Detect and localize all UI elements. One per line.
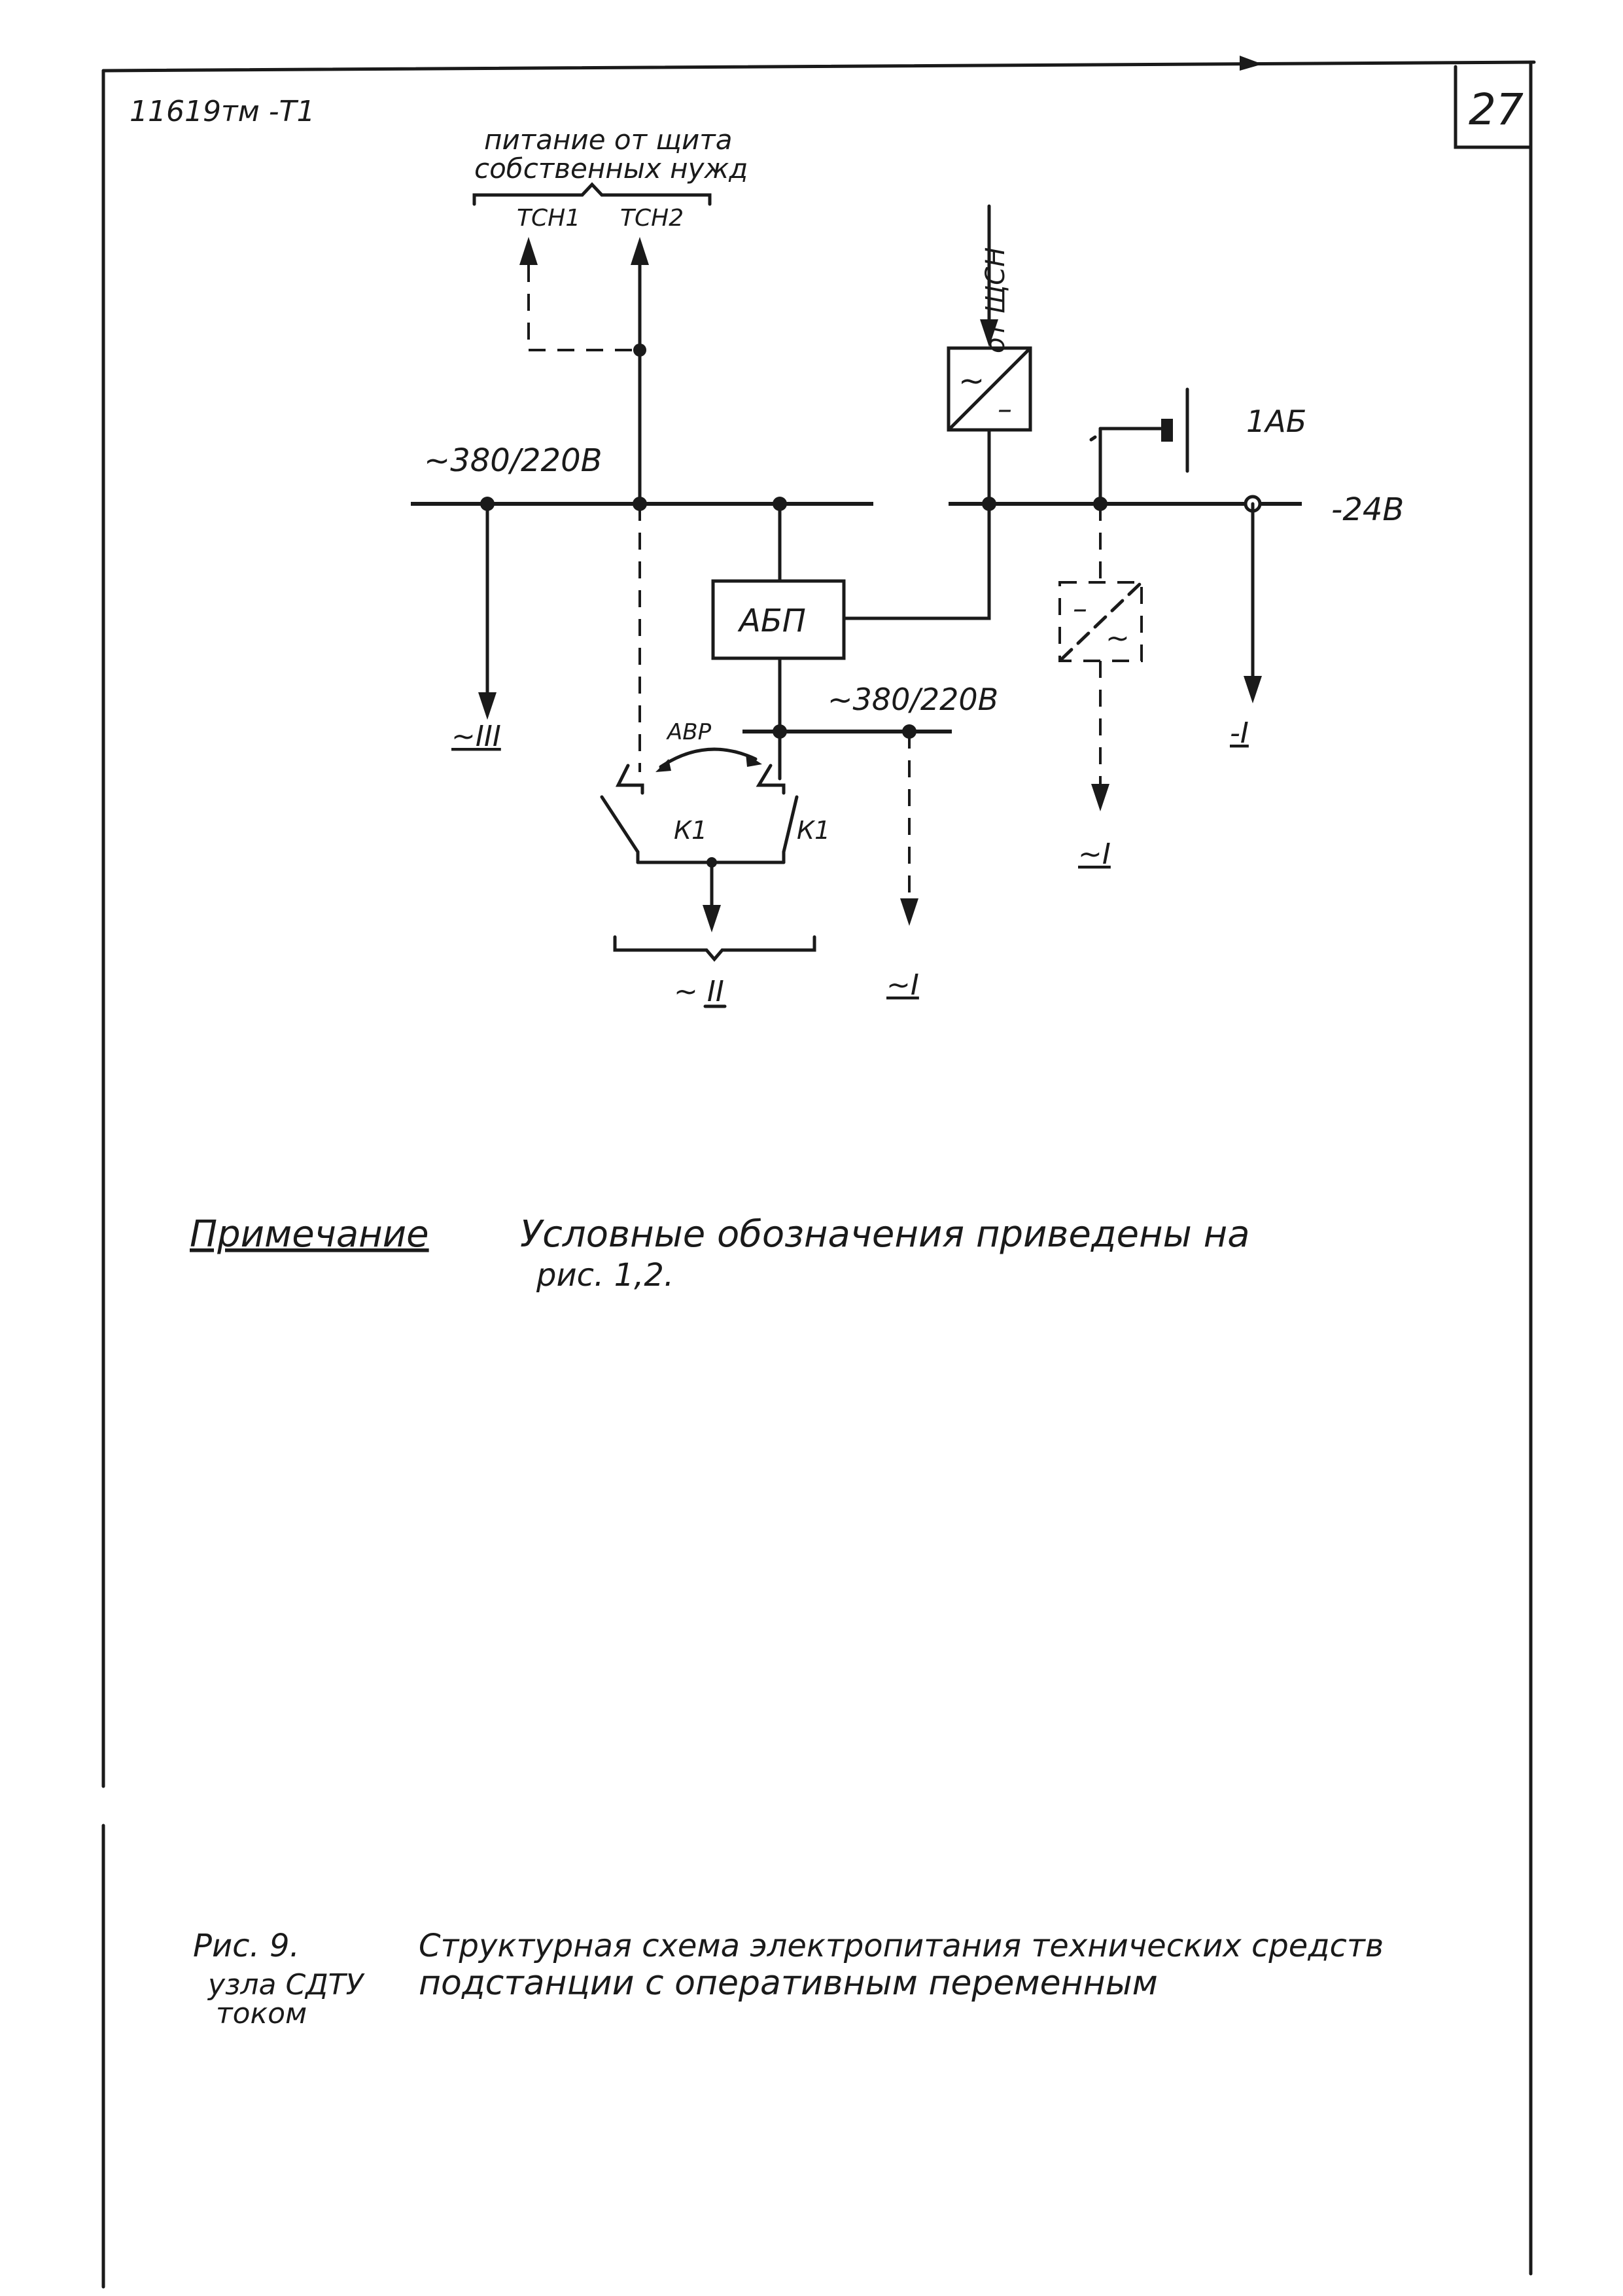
sheet-frame: [101, 56, 1536, 2289]
out-ac3-label: ~III: [451, 720, 501, 753]
bus-dc-label: -24В: [1331, 491, 1404, 528]
from-shsn-label: от ЩСН: [981, 247, 1011, 353]
battery-symbol: [1089, 387, 1189, 506]
caption-line2-rest: подстанции с оперативным переменным: [419, 1964, 1158, 2003]
out-ac1-b-label: ~I: [1078, 838, 1111, 871]
out-ac2-label: ~ II: [674, 975, 724, 1008]
out-ac1-a-label: ~I: [886, 968, 919, 1002]
note-label: Примечание: [190, 1213, 429, 1256]
tsn1-label: ТСН1: [517, 205, 580, 232]
doc-code: 11619тм -Т1: [130, 95, 315, 128]
caption-line1: Структурная схема электропитания техниче…: [419, 1928, 1384, 1964]
feeder-dc1: -I: [1230, 502, 1262, 750]
tsn1-arrow-icon: [519, 237, 538, 265]
rectifier-ac-symbol: ~: [958, 362, 985, 399]
rectifier-block: ~ –: [947, 346, 1032, 432]
note-text-line1: Условные обозначения приведены на: [520, 1213, 1250, 1256]
caption-line3: током: [216, 1997, 307, 2030]
tsn2-arrow-icon: [631, 237, 649, 265]
inverter-dc-symbol: –: [1073, 592, 1087, 626]
down-arrow-icon: [478, 692, 497, 720]
down-arrow-icon: [703, 905, 721, 932]
from-shsn-arrow-icon: [980, 319, 998, 347]
k1-left-label: К1: [674, 816, 707, 845]
down-arrow-icon: [1091, 784, 1109, 811]
page-number-box: 27: [1454, 65, 1533, 149]
caption-line2-prefix: узла СДТУ: [207, 1968, 365, 2002]
avr-label: АВР: [666, 719, 712, 745]
output-brace: [613, 935, 816, 962]
corner-mark-icon: [1240, 56, 1263, 71]
tsn-feeders: [519, 237, 649, 506]
k1-right-label: К1: [797, 816, 830, 845]
feeder-ac3: ~III: [451, 502, 501, 753]
battery-label: 1АБ: [1246, 404, 1306, 439]
supply-brace: [472, 182, 712, 206]
caption-fig-label: Рис. 9.: [193, 1928, 300, 1964]
down-arrow-icon: [1244, 676, 1262, 703]
abp-label: АБП: [737, 603, 806, 639]
rectifier-dc-symbol: –: [998, 393, 1012, 426]
note-text-line2: рис. 1,2.: [536, 1257, 674, 1294]
down-arrow-icon: [900, 898, 918, 926]
contactor-k1-right: [756, 764, 799, 864]
out-dc1-label: -I: [1230, 716, 1249, 750]
tsn2-label: ТСН2: [620, 205, 684, 232]
supply-header-2: собственных нужд: [474, 152, 748, 185]
inverter-ac-symbol: ~: [1106, 622, 1130, 655]
supply-header: питание от щита: [484, 124, 732, 156]
contactor-k1-left: [600, 764, 644, 864]
bus-ac-label: ~380/220В: [424, 442, 602, 479]
page-number: 27: [1469, 84, 1524, 135]
abp-block: АБП: [711, 579, 846, 660]
inverter-block: – ~: [1058, 581, 1143, 662]
avr-link: [659, 747, 758, 769]
bus-ac2-label: ~380/220В: [828, 682, 998, 717]
